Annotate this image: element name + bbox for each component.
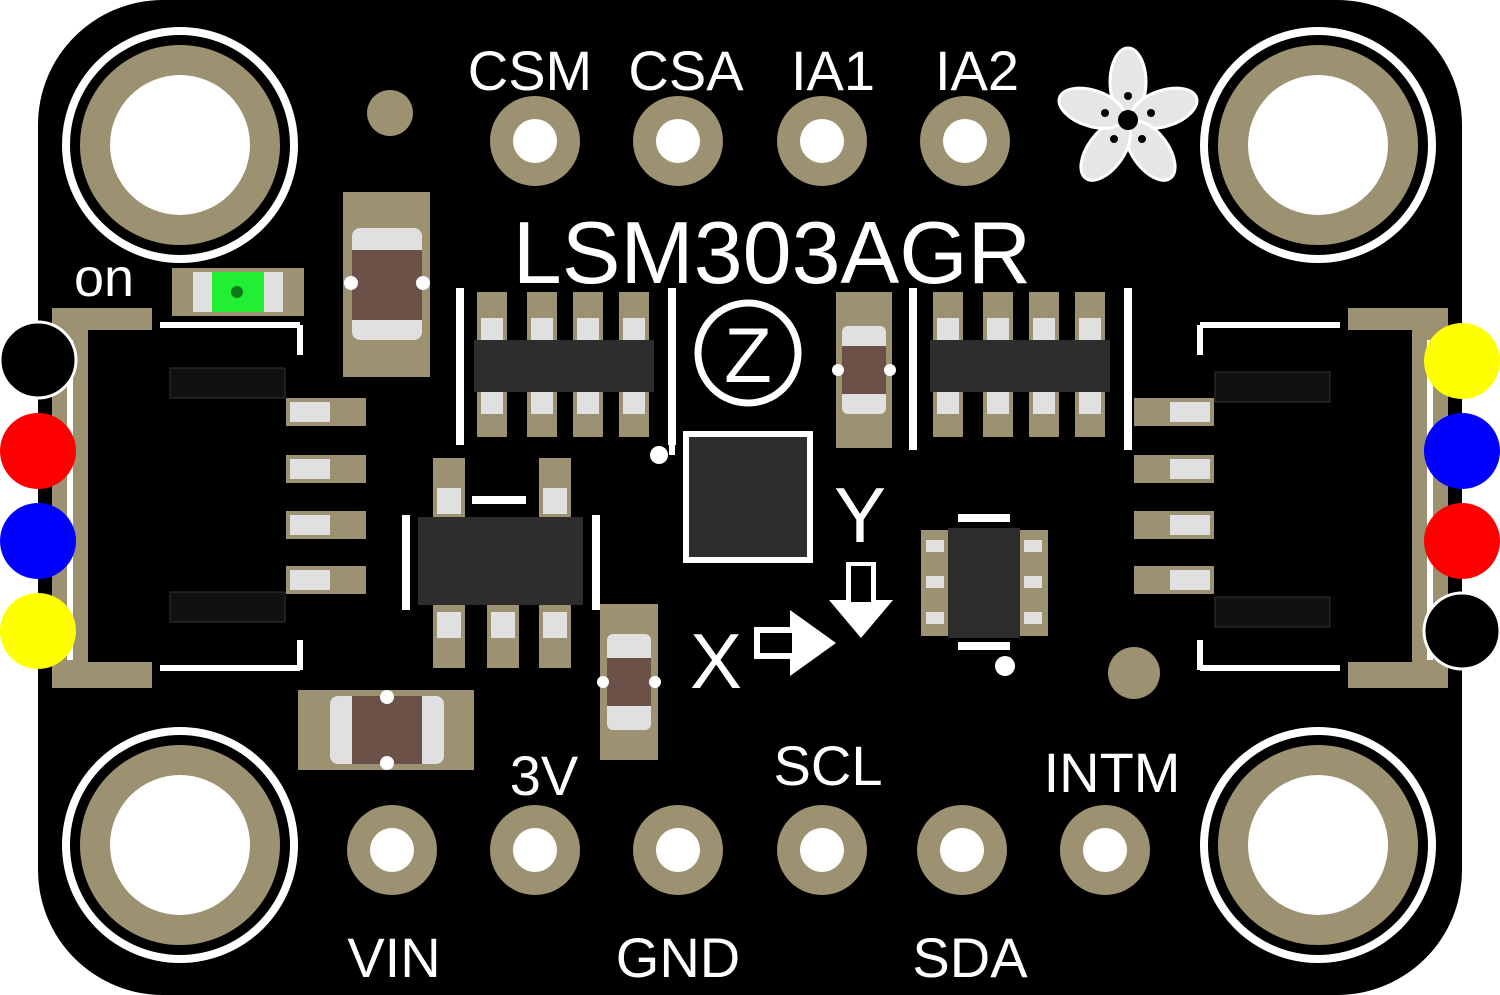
capacitor-c4 [298,690,474,770]
capacitor-c3 [597,604,661,760]
mounting-hole-bottom-right [1200,727,1436,963]
bottom-header [347,805,1150,895]
pin-label-ia2: IA2 [935,39,1019,102]
pin-ia2 [920,96,1010,186]
wire-right-0 [1424,323,1500,399]
stemma-qt-connector-right [1134,308,1448,688]
power-led-label: on [74,248,134,308]
wire-right-3 [1422,591,1500,671]
voltage-regulator [402,458,600,668]
fiducial-bottom [1108,647,1160,699]
chip-label: LSM303AGR [513,203,1031,302]
capacitor-c1 [343,192,430,377]
x-axis-label: X [690,617,742,705]
pin-csa [633,96,723,186]
pin-label-csm: CSM [468,39,592,102]
mounting-hole-bottom-left [62,727,298,963]
left-connector-wires [0,320,78,669]
pin-3v [490,805,580,895]
chip-u4 [921,514,1048,676]
pin-label-ia1: IA1 [791,39,875,102]
pin-label-intm: INTM [1044,741,1181,804]
z-axis-label: Z [724,311,772,399]
mounting-hole-top-left [62,27,298,263]
mounting-hole-top-right [1200,27,1436,263]
wire-left-2 [0,503,76,579]
top-header [490,96,1010,186]
pin-gnd [633,805,723,895]
chip-u2 [456,288,676,445]
pin-label-3v: 3V [510,744,579,807]
y-axis-arrow [829,562,893,638]
pin-label-sda: SDA [912,926,1028,989]
wire-left-3 [0,593,76,669]
chip-u3 [909,288,1132,450]
z-axis-marker [694,299,802,407]
capacitor-c2 [832,292,896,448]
y-axis-label: Y [834,471,886,559]
pin-label-csa: CSA [628,39,744,102]
wire-right-2 [1424,503,1500,579]
pin-ia1 [777,96,867,186]
pin-sda [917,805,1007,895]
x-axis-arrow [754,610,836,676]
wire-right-1 [1424,413,1500,489]
pin-label-vin: VIN [347,926,440,989]
sensor-chip-lsm303agr [650,431,813,563]
pin-label-gnd: GND [616,926,740,989]
wire-left-0 [0,320,78,400]
pin-scl [777,805,867,895]
pin-csm [490,96,580,186]
fiducial-top [367,90,413,136]
right-connector-wires [1422,323,1500,671]
wire-left-1 [0,413,76,489]
pin-label-scl: SCL [774,734,883,797]
pin-intm [1060,805,1150,895]
adafruit-flower-logo [1057,46,1199,182]
pin-vin [347,805,437,895]
power-led [172,268,304,316]
